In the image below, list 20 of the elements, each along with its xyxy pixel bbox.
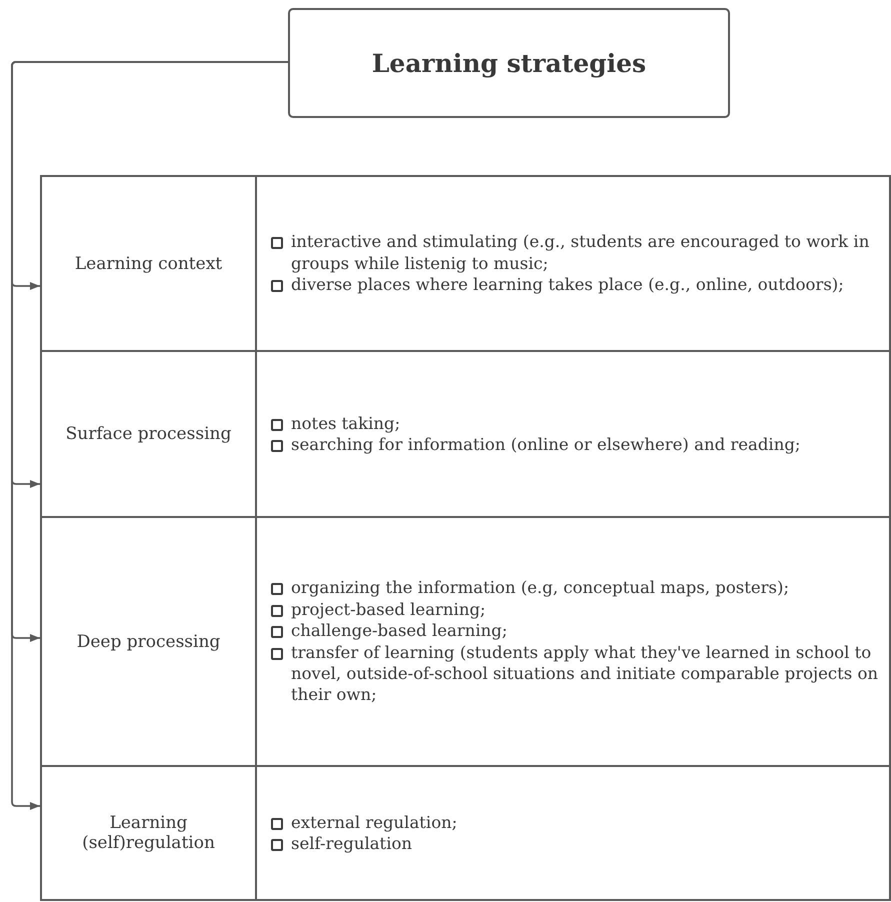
title-text: Learning strategies bbox=[372, 48, 646, 78]
title-box bbox=[288, 8, 730, 118]
bullet-text: diverse places where learning takes place (e.g., online, outdoors); bbox=[291, 275, 844, 294]
category-label: Learning (self)regulation bbox=[81, 813, 216, 853]
bullet-text: external regulation; bbox=[291, 812, 458, 832]
category-label: Deep processing bbox=[76, 632, 220, 652]
bullet-text: notes taking; bbox=[291, 414, 400, 433]
description-cell bbox=[255, 175, 891, 352]
bullet-text: self-regulation bbox=[291, 834, 412, 853]
category-cell bbox=[40, 765, 257, 901]
description-cell bbox=[255, 765, 891, 901]
bullet-text: challenge-based learning; bbox=[291, 621, 508, 640]
bullet-text: organizing the information (e.g, conceptual maps, posters); bbox=[291, 578, 790, 598]
bullet-text: searching for information (online or elsewhere) and reading; bbox=[291, 435, 800, 454]
category-label: Learning context bbox=[74, 254, 222, 274]
bullet-text: transfer of learning (students apply what they've learned in school to novel, outside-of-school situations and initiate comparable projects on their own; bbox=[291, 642, 878, 704]
category-label: Surface processing bbox=[66, 424, 232, 444]
category-cell bbox=[40, 175, 257, 352]
bullet-text: interactive and stimulating (e.g., students are encouraged to work in groups while listenig to music; bbox=[291, 232, 870, 273]
bullet-text: project-based learning; bbox=[291, 600, 486, 619]
